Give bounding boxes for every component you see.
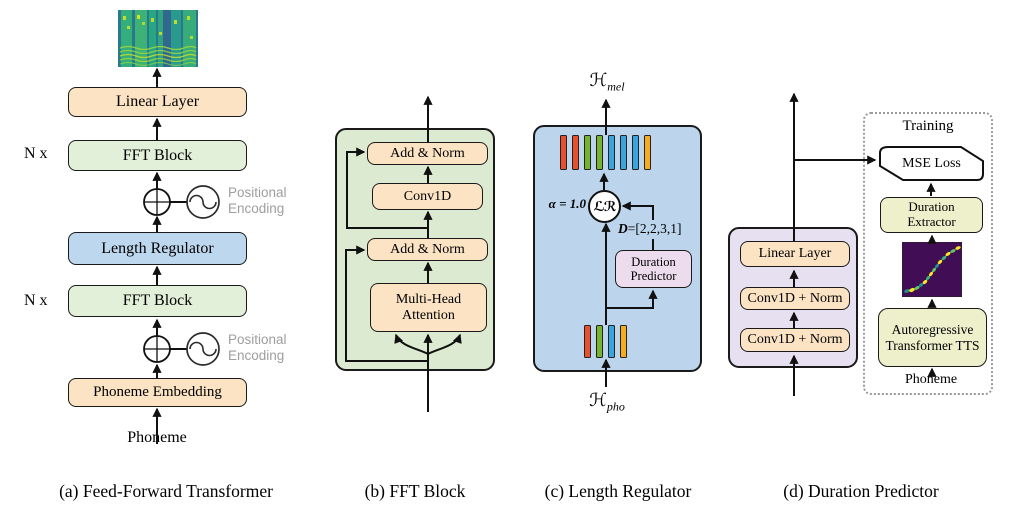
attention-alignment-image bbox=[902, 242, 962, 297]
training-label: Training bbox=[902, 118, 954, 134]
repeat-n-lower-label: N x bbox=[24, 292, 48, 309]
green-bar bbox=[584, 135, 591, 170]
phoneme-hidden-states-bars bbox=[584, 325, 627, 358]
linear-layer-box: Linear Layer bbox=[68, 87, 247, 117]
blue-bar bbox=[632, 135, 639, 170]
orange-bar bbox=[644, 135, 651, 170]
length-regulator-container bbox=[533, 125, 702, 372]
duration-symbol: D bbox=[618, 221, 628, 236]
plus-circle-icon bbox=[143, 335, 171, 363]
duration-sequence-label: D=[2,2,3,1] bbox=[618, 221, 681, 237]
autoregressive-tts-box: Autoregressive Transformer TTS bbox=[878, 308, 987, 367]
conv1d-box: Conv1D bbox=[372, 183, 483, 210]
fft-block-lower-box: FFT Block bbox=[68, 285, 247, 317]
length-regulator-lr-circle: ℒℛ bbox=[588, 190, 621, 223]
orange-bar bbox=[620, 325, 627, 358]
red-bar bbox=[584, 325, 591, 358]
repeat-n-upper-label: N x bbox=[24, 145, 48, 162]
mel-spectrogram-image bbox=[118, 10, 198, 67]
duration-extractor-box: Duration Extractor bbox=[880, 197, 983, 233]
green-bar bbox=[596, 135, 603, 170]
mse-loss-label: MSE Loss bbox=[902, 155, 961, 171]
dp-phoneme-input-label: Phoneme bbox=[904, 372, 958, 387]
mse-loss-box: MSE Loss bbox=[878, 145, 985, 182]
h-pho-label: ℋpho bbox=[589, 390, 625, 415]
fft-block-upper-box: FFT Block bbox=[68, 140, 247, 171]
caption-b: (b) FFT Block bbox=[364, 481, 466, 501]
multi-head-attention-box: Multi-Head Attention bbox=[370, 283, 487, 332]
red-bar bbox=[560, 135, 567, 170]
h-mel-subscript: mel bbox=[607, 79, 625, 94]
caption-c: (c) Length Regulator bbox=[544, 481, 692, 501]
caption-d: (d) Duration Predictor bbox=[783, 481, 939, 501]
dp-conv-norm-lower-box: Conv1D + Norm bbox=[740, 328, 850, 352]
h-mel-label: ℋmel bbox=[589, 70, 624, 95]
mse-loss-shape bbox=[879, 146, 984, 181]
sine-wave-icon bbox=[186, 332, 220, 366]
blue-bar bbox=[608, 325, 615, 358]
h-pho-subscript: pho bbox=[606, 399, 625, 414]
add-norm-lower-box: Add & Norm bbox=[367, 238, 488, 261]
expanded-hidden-states-bars bbox=[560, 135, 651, 170]
positional-encoding-lower-label: Positional Encoding bbox=[228, 332, 287, 364]
h-pho-symbol: ℋ bbox=[589, 390, 607, 411]
h-mel-symbol: ℋ bbox=[589, 70, 608, 91]
positional-encoding-lower-glyph bbox=[143, 332, 220, 366]
red-bar bbox=[572, 135, 579, 170]
add-norm-upper-box: Add & Norm bbox=[367, 142, 488, 165]
duration-predictor-small-box: Duration Predictor bbox=[615, 250, 692, 288]
caption-a: (a) Feed-Forward Transformer bbox=[59, 481, 273, 501]
phoneme-embedding-box: Phoneme Embedding bbox=[68, 378, 247, 407]
dp-conv-norm-upper-box: Conv1D + Norm bbox=[740, 287, 850, 310]
training-dotted-container bbox=[863, 112, 993, 395]
positional-encoding-upper-label: Positional Encoding bbox=[228, 185, 287, 217]
green-bar bbox=[596, 325, 603, 358]
dp-linear-layer-box: Linear Layer bbox=[740, 241, 850, 267]
alpha-label: α = 1.0 bbox=[548, 196, 586, 211]
plus-circle-icon bbox=[143, 188, 171, 216]
length-regulator-box: Length Regulator bbox=[68, 232, 247, 265]
sine-wave-icon bbox=[186, 185, 220, 219]
blue-bar bbox=[620, 135, 627, 170]
blue-bar bbox=[608, 135, 615, 170]
duration-values: =[2,2,3,1] bbox=[627, 221, 682, 236]
phoneme-input-label: Phoneme bbox=[127, 429, 187, 446]
positional-encoding-upper-glyph bbox=[143, 185, 220, 219]
